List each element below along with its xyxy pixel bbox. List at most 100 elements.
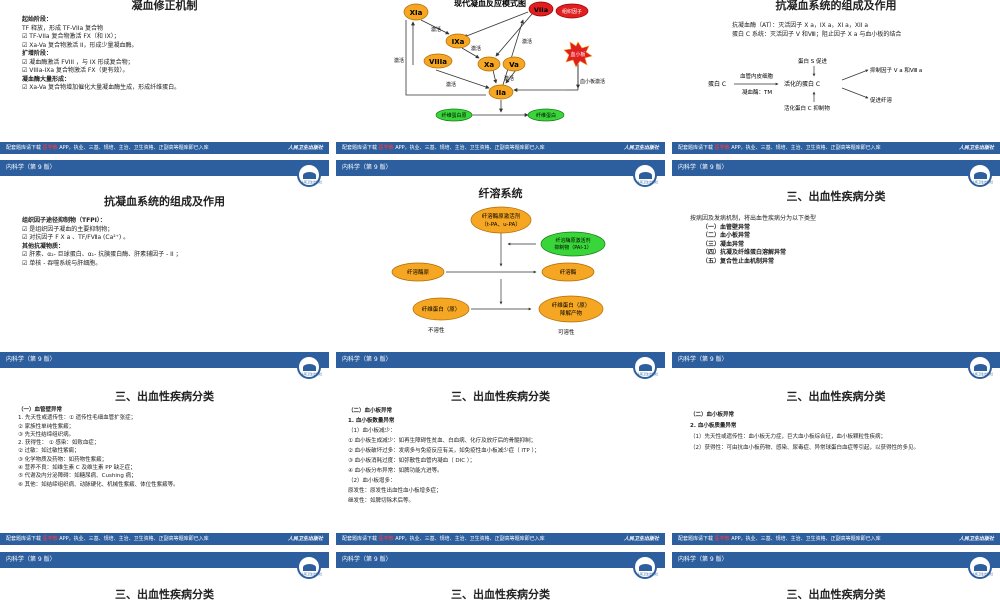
svg-text:纤溶酶: 纤溶酶: [560, 268, 577, 276]
text-line: ② 血小板破坏过多：发病多与免疫反应有关，如免疫性血小板减少症（ ITP ）；: [348, 448, 540, 454]
svg-text:（t-PA、u-PA）: （t-PA、u-PA）: [481, 221, 521, 228]
text-line: （二）血小板异常: [690, 412, 735, 418]
node-platelet-label: 血小板: [570, 51, 585, 58]
text-line: ⑤ 代谢及内分泌障碍：如糖尿病、Cushing 病；: [18, 473, 137, 480]
publisher-logo-icon: 人民卫生出版社: [968, 163, 993, 187]
node-fibrin-label: 纤维蛋白: [536, 112, 556, 119]
text-line: （二）血小板异常: [348, 408, 393, 414]
node-iia-label: IIa: [496, 89, 506, 97]
text-line: ☑ TF-VIIa 复合物激活 FX（和 IX）；: [22, 33, 120, 40]
publisher-logo-icon: 人民卫生出版社: [633, 163, 658, 187]
slide-header: 内科学（第 9 版）: [336, 352, 665, 368]
text-line: TF 释放，形成 TF-VIIa 复合物: [22, 24, 104, 32]
slide-title: 现代凝血反应模式图: [454, 0, 526, 8]
text-line: ☑ Xa-Va 复合物增加催化大量凝血酶生成，形成纤维蛋白。: [22, 84, 181, 91]
text-line: ② 家族性单纯性紫癜；: [18, 423, 75, 430]
node-xia: [403, 3, 429, 21]
text-line: 1. 血小板数量异常: [348, 418, 395, 424]
platelet-star-icon: [563, 41, 593, 68]
slide-classification-b: 内科学（第 9 版） 人民卫生出版社 三、出血性疾病分类: [336, 552, 665, 600]
footer-bar: 配套题库请下载 医学教 APP，执业、三基、规培、主治、卫生资格、正副高等题库即…: [672, 533, 1000, 545]
category-item: （五）复合性止血机制异常: [702, 257, 775, 265]
svg-text:血管内皮细胞: 血管内皮细胞: [740, 72, 774, 80]
node-fibrinogen-label: 纤维蛋白原: [441, 112, 466, 119]
text-line: 1. 先天性或遗传性：① 遗传性毛细血管扩张症；: [18, 415, 137, 422]
node-ixa-label: IXa: [452, 38, 465, 46]
text-line: 凝血酶大量形成：: [22, 75, 71, 83]
slide-header: 内科学（第 9 版）: [0, 552, 329, 568]
svg-text:纤维蛋白（原）: 纤维蛋白（原）: [422, 305, 461, 313]
text-line: 继发性：如脾切除术后等。: [348, 498, 415, 504]
slide-header: 内科学（第 9 版）: [672, 352, 1000, 368]
slide-body: （二）血小板异常 2. 血小板质量异常 （1）先天性或遗传性：血小板无力症，巨大血小…: [690, 410, 919, 454]
svg-text:不溶性: 不溶性: [428, 326, 445, 334]
node-fibrin: [527, 108, 565, 122]
slide-header: 内科学（第 9 版）: [336, 552, 665, 568]
svg-text:纤维蛋白（原）: 纤维蛋白（原）: [552, 301, 591, 309]
fibrinolysis-diagram: 纤溶酶原激活剂 （t-PA、u-PA） 纤溶酶原激活剂 抑制物（PAI-1） 纤…: [391, 206, 606, 336]
text-line: （2）获得性：可由抗血小板药物、感染、尿毒症、异常球蛋白血症等引起，以获得性的多…: [690, 445, 920, 451]
text-line: （1）先天性或遗传性：血小板无力症，巨大血小板综合征，血小板颗粒性疾病；: [690, 434, 887, 440]
text-line: ④ 营养不良：如维生素 C 及维生素 PP 缺乏症；: [18, 465, 136, 472]
svg-text:降解产物: 降解产物: [560, 309, 583, 317]
svg-text:可溶性: 可溶性: [558, 328, 575, 336]
slide-platelet-quality: 内科学（第 9 版） 人民卫生出版社 三、出血性疾病分类 （二）血小板异常 2. …: [672, 352, 1000, 545]
svg-text:激活: 激活: [504, 75, 514, 82]
text-line: ☑ Xa-Va 复合物激活 II，形成少量凝血酶。: [22, 41, 138, 49]
svg-text:血小板激活: 血小板激活: [580, 78, 605, 85]
text-line: 起始阶段：: [22, 16, 53, 23]
text-line: ☑ 单核 - 吞噬系统与肝细胞。: [22, 259, 102, 267]
category-item: （二）血小板异常: [702, 232, 751, 239]
slide-title: 三、出血性疾病分类: [115, 588, 214, 600]
slide-title: 抗凝血系统的组成及作用: [104, 195, 225, 208]
slide-title: 三、出血性疾病分类: [451, 390, 550, 403]
footer-bar: 配套题库请下载 医学教 APP，执业、三基、规培、主治、卫生资格、正副高等题库即…: [0, 533, 329, 545]
svg-text:抑制因子 V a 和Ⅷ a: 抑制因子 V a 和Ⅷ a: [870, 66, 922, 74]
slide-body: 按病因及发病机制，将出血性疾病分为以下类型 （一）血管壁异常（二）血小板异常（三…: [690, 215, 817, 265]
slide-coagulation-model: 现代凝血反应模式图 XIa VIIa 组织因子 IXa Xa: [336, 0, 665, 154]
footer-bar: 配套题库请下载 医学教 APP，执业、三基、规培、主治、卫生资格、正副高等题库即…: [336, 533, 665, 545]
footer-bar: 配套题库请下载 医学教 APP，执业、三基、规培、主治、卫生资格、正副高等题库即…: [336, 142, 665, 154]
text-line: ☑ 凝血酶激活 FVIII ，与 IX 形成复合物；: [22, 58, 134, 66]
node-xa: [477, 56, 501, 72]
text-line: 2. 血小板质量异常: [690, 423, 737, 429]
node-viia: [528, 1, 554, 17]
slide-title: 纤溶系统: [478, 187, 523, 200]
coagulation-diagram: 现代凝血反应模式图 XIa VIIa 组织因子 IXa Xa: [394, 0, 605, 122]
text-line: （1）血小板减少：: [348, 428, 396, 434]
node-viiia-label: VIIIa: [429, 58, 447, 66]
svg-text:激活: 激活: [431, 26, 441, 33]
slide-tfpi: 内科学（第 9 版） 人民卫生出版社 抗凝血系统的组成及作用 组织因子途径抑制物…: [0, 160, 329, 345]
text-line: ☑ 肝素、α₂- 巨球蛋白、α₁- 抗胰蛋白酶、肝素辅因子 - II ；: [22, 251, 182, 258]
category-item: （一）血管壁异常: [702, 223, 751, 231]
text-line: ☑ VIIIa-IXa 复合物激活 FX（更有效）。: [22, 67, 129, 74]
slide-header: 内科学（第 9 版）: [0, 160, 329, 176]
node-viia-label: VIIa: [534, 6, 548, 14]
publisher-logo-icon: 人民卫生出版社: [968, 355, 993, 379]
svg-text:激活: 激活: [471, 45, 481, 52]
slide-header: 内科学（第 9 版）: [336, 160, 665, 176]
slide-body: 起始阶段：TF 释放，形成 TF-VIIa 复合物☑ TF-VIIa 复合物激活…: [22, 16, 180, 93]
svg-text:激活: 激活: [522, 38, 532, 45]
svg-text:纤溶酶原激活剂: 纤溶酶原激活剂: [555, 237, 590, 244]
publisher-logo-icon: 人民卫生出版社: [297, 355, 322, 379]
node-fibrinogen: [435, 108, 473, 122]
svg-text:活化蛋白 C 抑制物: 活化蛋白 C 抑制物: [784, 104, 830, 112]
publisher-logo-icon: 人民卫生出版社: [968, 555, 993, 579]
svg-text:凝血酶：TM: 凝血酶：TM: [742, 88, 772, 96]
node-xia-label: XIa: [410, 9, 423, 17]
slide-header: 内科学（第 9 版）: [672, 552, 1000, 568]
text-line: 其他抗凝物质：: [22, 242, 65, 250]
svg-text:蛋白 S 促进: 蛋白 S 促进: [798, 57, 827, 65]
slide-anticoagulation: 抗凝血系统的组成及作用 抗凝血酶（AT）：灭活因子 X a，IX a，XI a，…: [672, 0, 1000, 154]
slide-title: 三、出血性疾病分类: [786, 390, 886, 403]
slide-fibrinolysis: 内科学（第 9 版） 人民卫生出版社 纤溶系统 纤溶酶原激活剂 （t-PA、u-…: [336, 160, 665, 345]
text-line: （2）血小板增多：: [348, 478, 396, 484]
node-va: [502, 56, 526, 72]
publisher-logo-icon: 人民卫生出版社: [633, 355, 658, 379]
protein-c-diagram: 蛋白 C 血管内皮细胞 凝血酶：TM 蛋白 S 促进 活化的蛋白 C 抑制因子 …: [708, 57, 922, 112]
slide-title: 凝血修正机制: [131, 0, 198, 12]
